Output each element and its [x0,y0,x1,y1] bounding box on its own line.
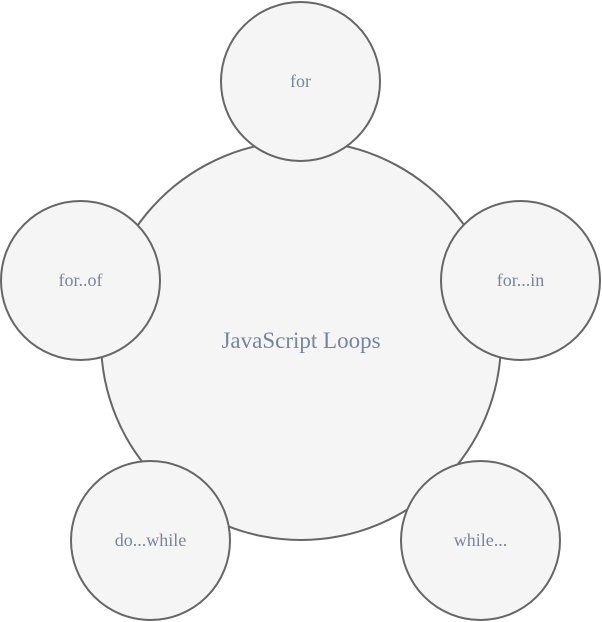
node-for: for [220,1,381,162]
node-for-of: for..of [0,200,161,361]
center-node-label: JavaScript Loops [221,327,381,353]
node-for-in-label: for...in [496,269,545,290]
node-for-in: for...in [440,200,601,361]
node-while-label: while... [453,529,508,550]
node-do-while: do...while [70,460,231,621]
node-do-while-label: do...while [114,529,187,550]
node-for-of-label: for..of [58,269,103,290]
node-for-label: for [290,70,311,91]
node-while: while... [400,460,561,621]
